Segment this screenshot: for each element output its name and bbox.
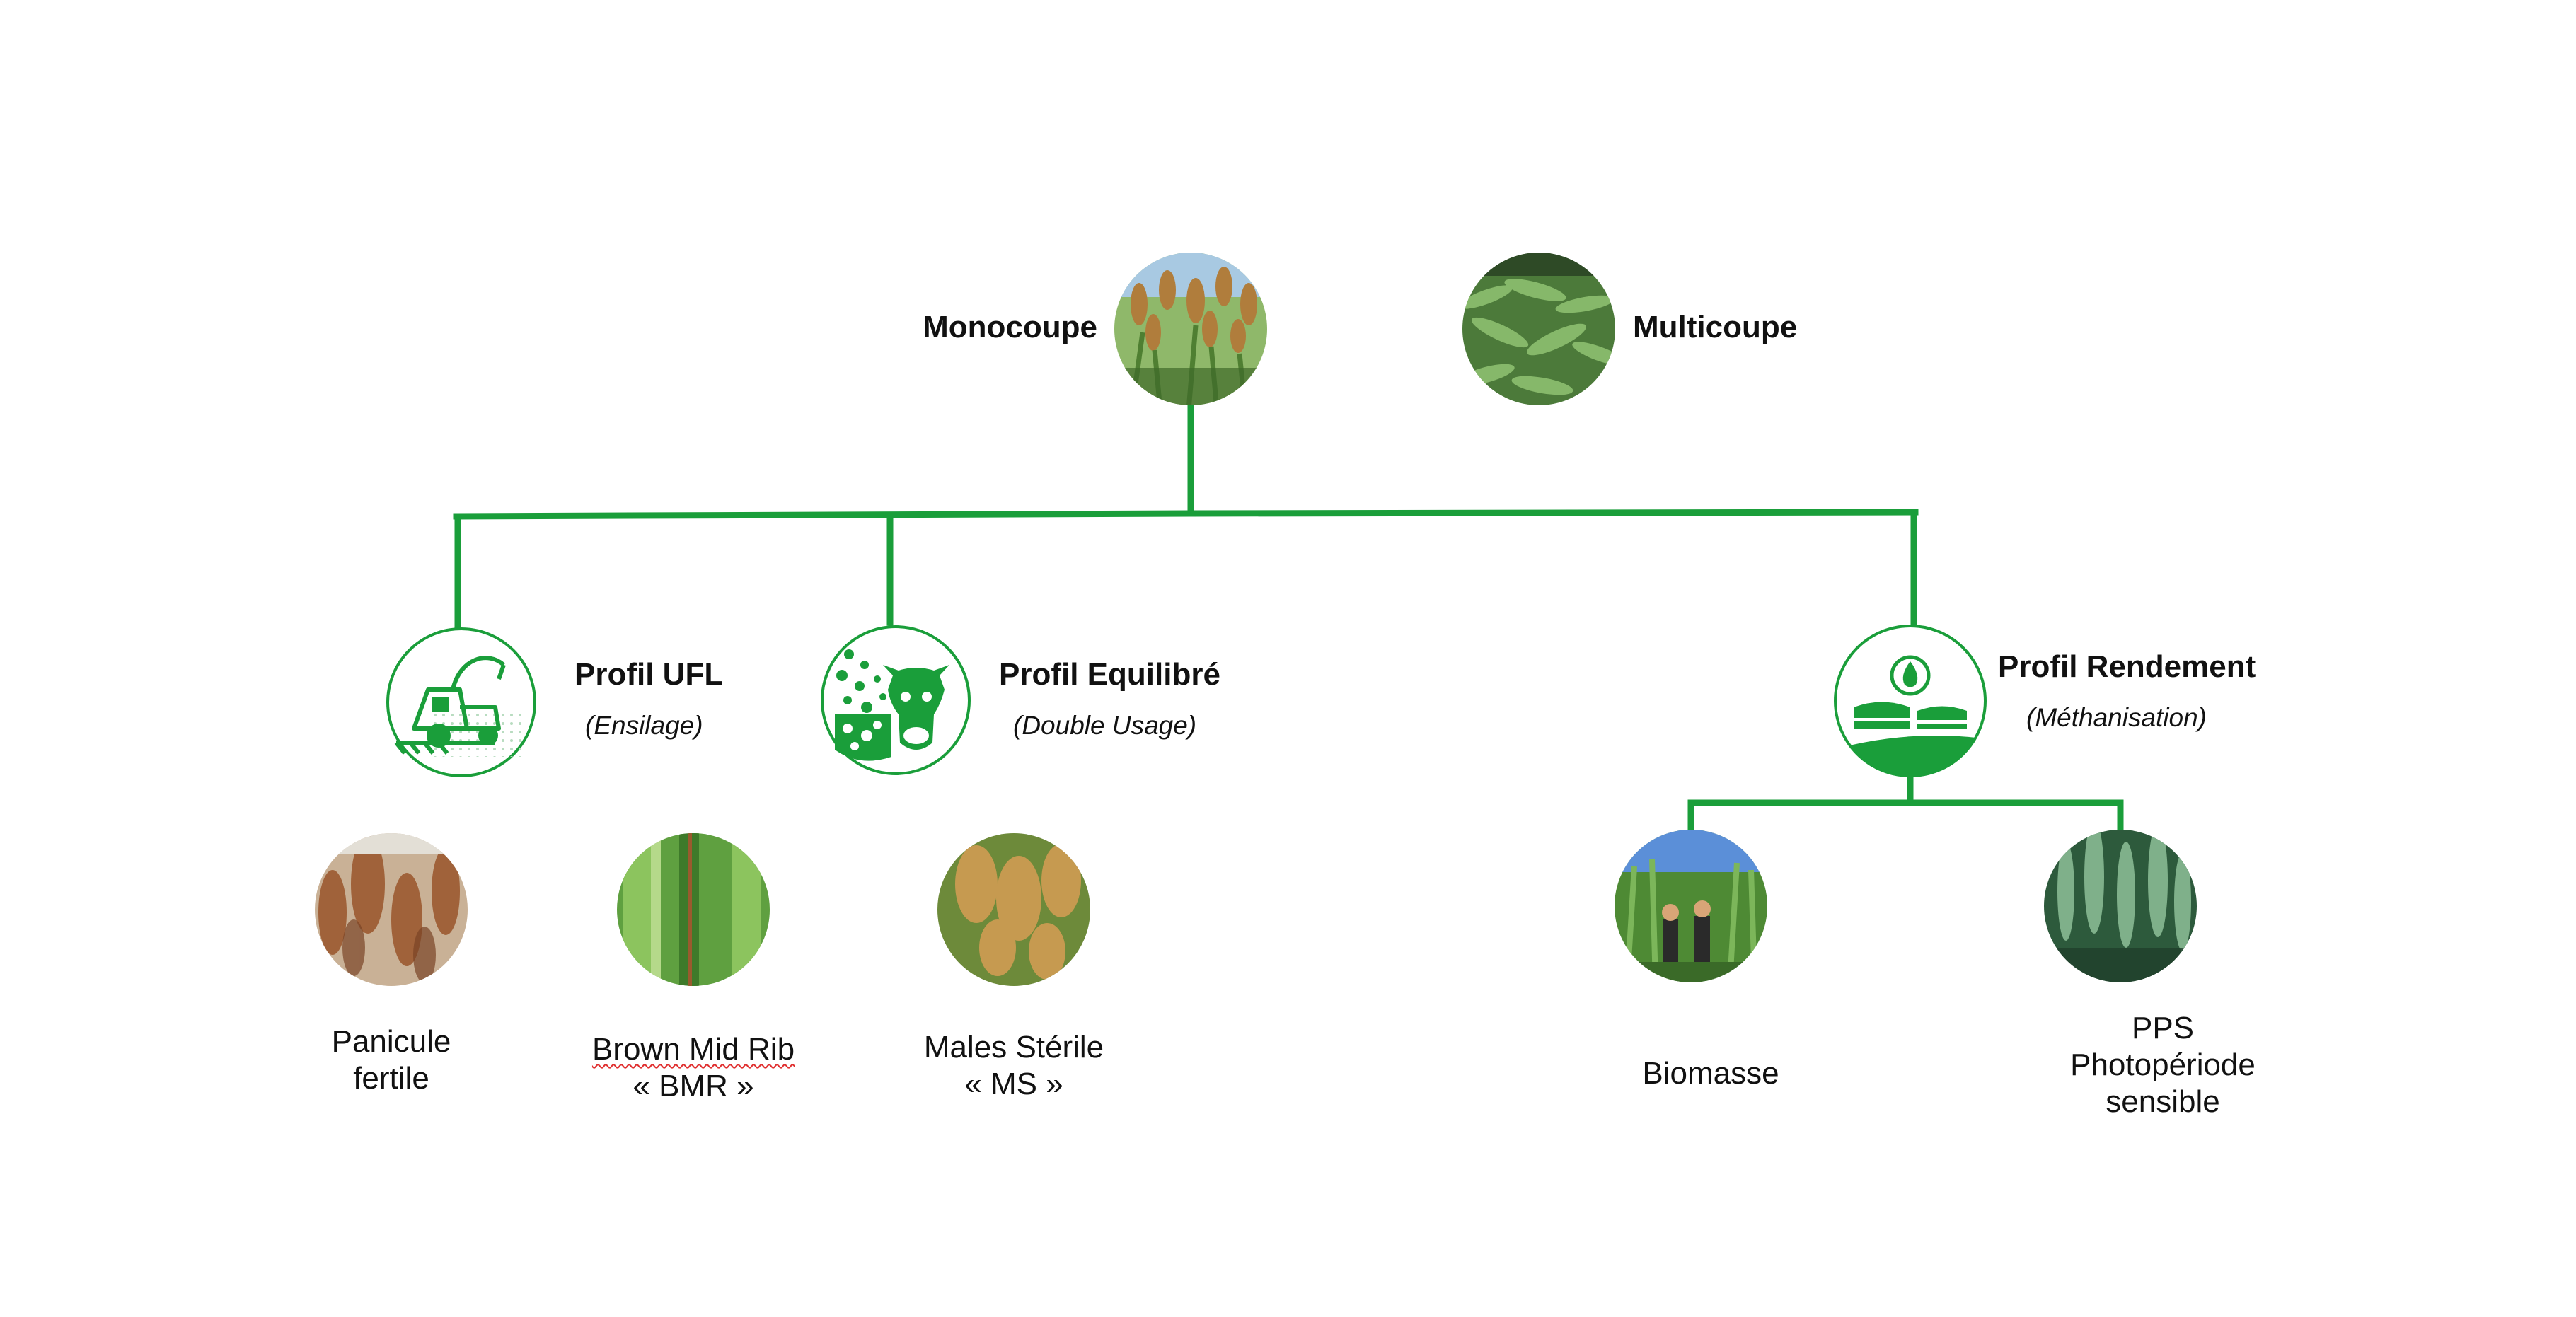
multicoupe-photo	[1462, 253, 1615, 405]
cow-and-grain-icon	[821, 625, 971, 775]
profile-rendement-title: Profil Rendement	[1998, 649, 2256, 684]
profile-ufl-subtitle: (Ensilage)	[585, 711, 703, 740]
profile-rendement-subtitle: (Méthanisation)	[2026, 703, 2207, 732]
variety-biomasse-label: Biomasse	[1605, 1055, 1817, 1092]
profile-equilibre-title: Profil Equilibré	[999, 657, 1220, 692]
variety-ms-line-2: « MS »	[964, 1066, 1063, 1101]
pps-photo	[2044, 830, 2197, 982]
profile-ufl-title: Profil UFL	[574, 657, 724, 692]
variety-pps-line-3: sensible	[2106, 1084, 2220, 1119]
variety-ms-label: Males Stérile « MS »	[872, 1029, 1155, 1103]
monocoupe-label: Monocoupe	[923, 310, 1097, 344]
monocoupe-photo	[1114, 253, 1267, 405]
variety-pps-line-1: PPS	[2131, 1011, 2195, 1045]
forage-harvester-icon	[386, 627, 536, 777]
variety-bmr-label: Brown Mid Rib « BMR »	[552, 1031, 835, 1105]
variety-bmr-line-1: Brown Mid Rib	[591, 1032, 795, 1067]
biogas-digester-icon	[1834, 625, 1987, 777]
brown-mid-rib-photo	[617, 833, 770, 986]
connector-main-bar	[453, 509, 1919, 520]
variety-pps-line-2: Photopériode	[2070, 1047, 2256, 1082]
variety-pps-label: PPS Photopériode sensible	[2050, 1010, 2276, 1120]
profile-equilibre-subtitle: (Double Usage)	[1013, 711, 1197, 740]
males-sterile-photo	[937, 833, 1090, 986]
tree-connectors	[453, 402, 2124, 835]
variety-biomasse-line-1: Biomasse	[1642, 1056, 1779, 1091]
multicoupe-label: Multicoupe	[1633, 310, 1798, 344]
variety-bmr-line-2: « BMR »	[633, 1068, 754, 1103]
variety-panicule-line-2: fertile	[353, 1060, 429, 1096]
biomasse-photo	[1615, 830, 1767, 982]
variety-ms-line-1: Males Stérile	[923, 1030, 1104, 1064]
variety-panicule-label: Panicule fertile	[285, 1023, 497, 1097]
variety-panicule-line-1: Panicule	[331, 1024, 451, 1059]
panicule-fertile-photo	[315, 833, 468, 986]
